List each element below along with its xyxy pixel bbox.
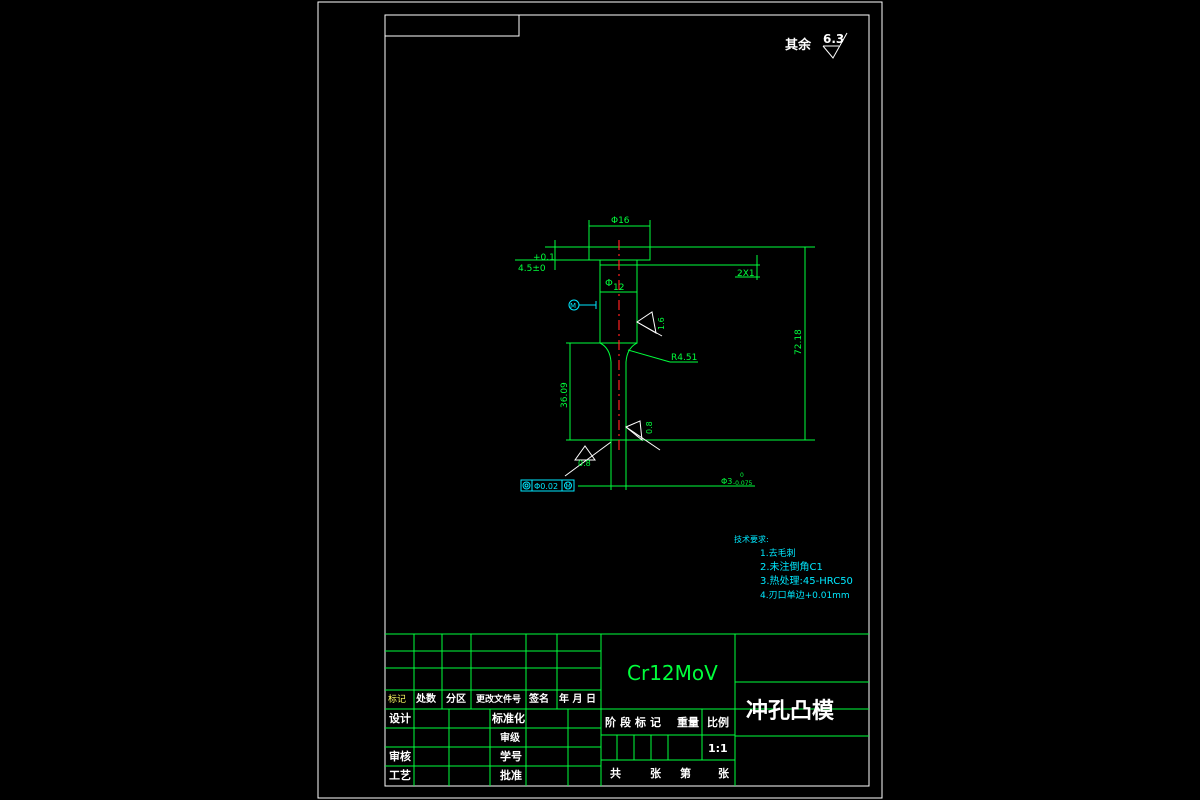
svg-text:标记: 标记 [388,693,406,705]
dim-total-length: 72.18 [626,246,815,441]
svg-text:设计: 设计 [389,711,411,725]
svg-text:张: 张 [718,766,730,780]
dim-chamfer: 2X1 [637,255,760,280]
svg-text:年 月 日: 年 月 日 [559,692,596,705]
inner-frame [384,14,870,787]
svg-text:M: M [570,302,576,310]
roughness-16: 1.6 [636,311,666,337]
svg-text:M: M [566,483,571,490]
svg-text:0.8: 0.8 [578,459,591,468]
svg-text:Φ: Φ [605,278,613,289]
svg-text:1.6: 1.6 [657,317,666,330]
svg-text:12: 12 [613,283,624,293]
code-box [384,14,520,37]
svg-text:0: 0 [740,472,744,479]
svg-text:签名: 签名 [528,692,549,705]
svg-text:处数: 处数 [415,692,437,705]
svg-text:学号: 学号 [500,749,522,763]
svg-text:1.去毛刺: 1.去毛刺 [760,547,796,559]
svg-text:R4.51: R4.51 [671,353,697,363]
svg-text:第: 第 [680,766,691,780]
svg-text:审级: 审级 [500,731,521,744]
roughness-symbol [822,32,848,59]
svg-text:Φ16: Φ16 [611,216,630,226]
part-name: 冲孔凸模 [746,699,835,724]
svg-text:2X1: 2X1 [737,269,755,279]
svg-text:审核: 审核 [389,749,411,763]
svg-text:共: 共 [610,766,621,780]
svg-text:0.8: 0.8 [645,421,654,434]
svg-text:36.09: 36.09 [560,382,570,408]
svg-text:标准化: 标准化 [491,711,525,725]
svg-text:分区: 分区 [446,692,466,705]
roughness-08-left: 0.8 [564,441,612,477]
svg-text:工艺: 工艺 [389,768,411,782]
svg-text:批准: 批准 [500,768,522,782]
svg-text:Φ0.02: Φ0.02 [534,482,558,491]
svg-text:阶段标记: 阶段标记 [605,715,665,729]
gdt-frame: Φ0.02 M [520,479,575,492]
technical-notes: 技术要求: 1.去毛刺 2.未注倒角C1 3.热处理:45-HRC50 4.刃口… [734,534,853,601]
dim-head-thickness: +0.1 4.5±0 [515,240,600,274]
svg-text:更改文件号: 更改文件号 [476,693,521,705]
svg-text:-0.075: -0.075 [733,480,753,487]
title-block: Cr12MoV 冲孔凸模 标记 处数 分区 更改文件号 签名 年 月 日 设计 … [385,633,869,786]
svg-text:张: 张 [650,766,662,780]
dim-punch-diameter: Φ3 0 -0.075 [578,440,755,490]
dim-radius: R4.51 [627,349,698,363]
svg-text:Φ3: Φ3 [721,477,732,486]
svg-text:4.5±0: 4.5±0 [518,264,546,274]
svg-text:4.刃口单边+0.01mm: 4.刃口单边+0.01mm [760,589,850,601]
svg-text:2.未注倒角C1: 2.未注倒角C1 [760,560,823,573]
roughness-08-right: 0.8 [625,420,661,451]
material-text: Cr12MoV [627,661,718,685]
roughness-value: 6.3 [823,32,844,46]
roughness-label: 其余 [785,37,812,53]
svg-text:+0.1: +0.1 [533,253,555,263]
dim-top-diameter: Φ16 [588,216,651,247]
outer-frame [317,1,883,799]
dim-mid-diameter: Φ 12 [600,278,637,293]
datum-marker: M [568,299,597,311]
svg-text:3.热处理:45-HRC50: 3.热处理:45-HRC50 [760,574,853,587]
svg-text:技术要求:: 技术要求: [734,534,769,544]
svg-text:重量: 重量 [677,715,699,729]
svg-text:1:1: 1:1 [708,742,728,755]
svg-text:比例: 比例 [707,715,729,729]
dim-shank-length: 36.09 [560,342,611,441]
svg-text:72.18: 72.18 [794,329,804,355]
punch-part [588,240,651,452]
